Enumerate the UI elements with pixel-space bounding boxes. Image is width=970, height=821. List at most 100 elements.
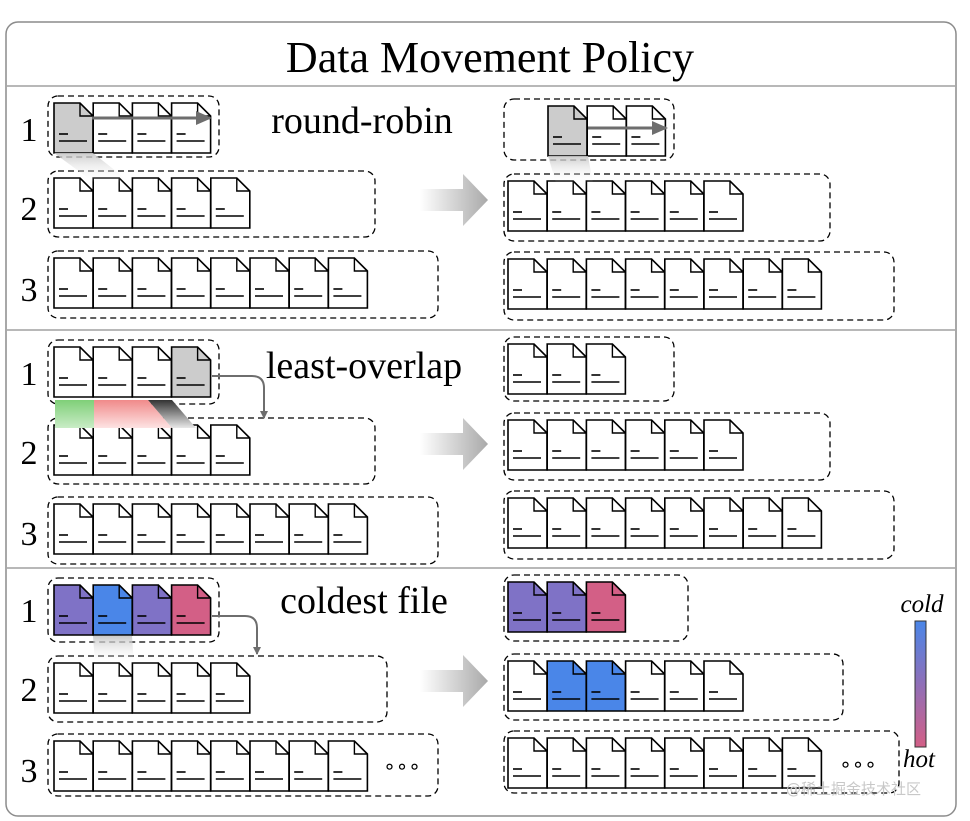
policy-label: round-robin: [271, 100, 453, 142]
file-icon: [781, 737, 823, 789]
file-icon: [53, 584, 94, 636]
tier-number: 1: [21, 112, 38, 149]
file-icon: [170, 346, 212, 398]
file-icon: [624, 737, 666, 789]
file-icon: [546, 497, 587, 549]
tier-box-after: [503, 98, 675, 161]
file-icon: [92, 102, 133, 154]
file-icon: [170, 503, 212, 555]
file-icon: [585, 258, 627, 310]
file-icon: [92, 584, 133, 636]
file-icon: [703, 660, 744, 712]
tier-number: 2: [21, 435, 38, 472]
file-icon: [546, 581, 587, 633]
file-icon: [507, 258, 548, 310]
file-icon: [249, 503, 290, 555]
file-icon: [664, 258, 705, 310]
transition-arrow: [420, 174, 488, 226]
file-icon: [547, 105, 588, 157]
tier-box-before: [47, 250, 439, 319]
more-files-ellipsis: ∘∘∘: [383, 754, 421, 778]
file-icon: [92, 503, 133, 555]
more-files-ellipsis: ∘∘∘: [839, 752, 877, 776]
file-icon: [625, 105, 667, 157]
tier-box-before: [47, 577, 220, 643]
file-icon: [664, 419, 705, 471]
colorbar: [914, 620, 927, 748]
policy-label: least-overlap: [266, 345, 462, 387]
tier-number: 2: [21, 191, 38, 228]
file-icon: [546, 419, 587, 471]
tier-box-before: [47, 170, 376, 238]
file-icon: [131, 740, 173, 792]
file-icon: [53, 257, 94, 309]
file-icon: [546, 660, 587, 712]
file-icon: [585, 497, 627, 549]
tier-number: 3: [21, 753, 38, 790]
file-icon: [507, 660, 548, 712]
file-icon: [624, 258, 666, 310]
file-icon: [507, 581, 548, 633]
colorbar-cold-label: cold: [900, 591, 944, 618]
file-icon: [624, 419, 666, 471]
file-icon: [585, 737, 627, 789]
tier-number: 2: [21, 672, 38, 709]
file-icon: [507, 419, 548, 471]
file-icon: [546, 737, 587, 789]
overlap-bar-high: [94, 400, 172, 428]
placement-arrow: [212, 615, 261, 655]
file-icon: [546, 258, 587, 310]
file-icon: [131, 662, 173, 714]
file-icon: [585, 419, 627, 471]
tier-box-after: [503, 251, 895, 321]
file-icon: [92, 177, 133, 229]
file-icon: [53, 102, 94, 154]
file-icon: [624, 497, 666, 549]
file-icon: [131, 102, 173, 154]
file-icon: [249, 740, 290, 792]
tier-box-before: [47, 95, 220, 158]
file-icon: [703, 419, 744, 471]
file-icon: [288, 740, 329, 792]
file-icon: [210, 503, 251, 555]
tier-box-before: [47, 733, 439, 797]
file-icon: [170, 740, 212, 792]
file-icon: [585, 343, 627, 395]
file-icon: [664, 737, 705, 789]
file-icon: [664, 660, 705, 712]
file-icon: [327, 257, 369, 309]
file-icon: [92, 740, 133, 792]
placement-arrow: [212, 375, 268, 419]
file-icon: [507, 737, 548, 789]
overlap-bar-low: [55, 400, 94, 428]
file-icon: [53, 662, 94, 714]
file-icon: [53, 424, 94, 476]
file-icon: [131, 503, 173, 555]
tier-box-after: [503, 730, 900, 794]
tier-number: 1: [21, 593, 38, 630]
file-icon: [131, 177, 173, 229]
file-icon: [586, 105, 627, 157]
file-icon: [288, 503, 329, 555]
file-icon: [781, 497, 823, 549]
file-icon: [327, 503, 369, 555]
file-icon: [703, 497, 744, 549]
policy-label: coldest file: [280, 580, 448, 622]
tier-number: 3: [21, 516, 38, 553]
file-icon: [507, 180, 548, 232]
file-icon: [703, 258, 744, 310]
file-icon: [170, 102, 212, 154]
file-icon: [546, 343, 587, 395]
transition-arrow: [420, 655, 488, 707]
tier-box-after: [503, 173, 831, 242]
file-icon: [53, 503, 94, 555]
file-icon: [170, 177, 212, 229]
file-icon: [288, 257, 329, 309]
file-icon: [92, 424, 133, 476]
file-icon: [664, 497, 705, 549]
file-icon: [249, 257, 290, 309]
file-icon: [210, 662, 251, 714]
file-icon: [92, 346, 133, 398]
